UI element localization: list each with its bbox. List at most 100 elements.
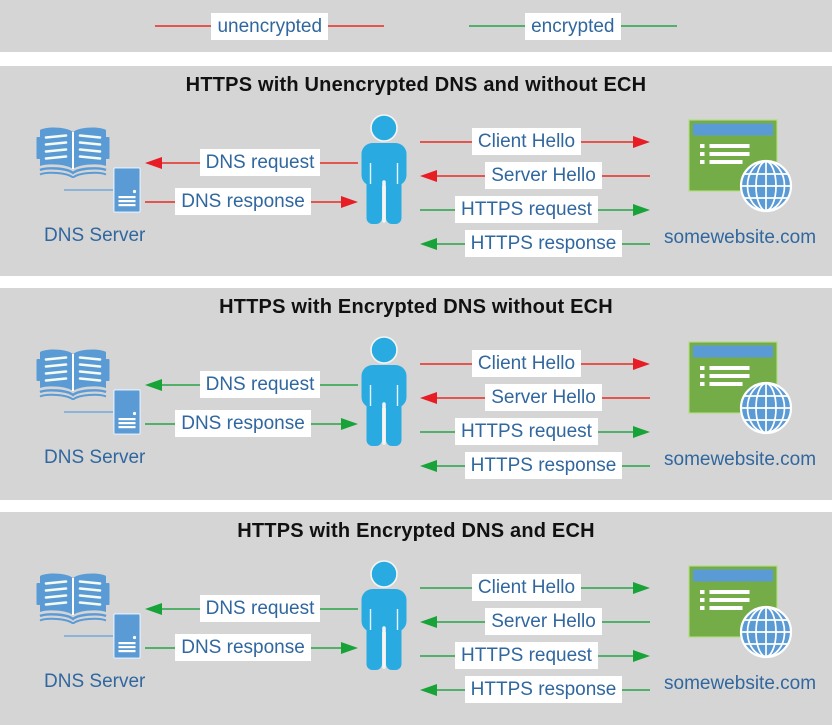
arrowhead-left-icon xyxy=(420,459,437,472)
panel-unencrypted-dns: HTTPS with Unencrypted DNS and without E… xyxy=(0,66,832,276)
arrow-label: Client Hello xyxy=(471,350,582,377)
arrow-line xyxy=(420,140,472,143)
arrow-label: DNS response xyxy=(175,188,311,215)
arrow-line xyxy=(162,607,200,610)
website-group: somewebsite.com xyxy=(664,562,816,694)
panel-encrypted-dns-ech: HTTPS with Encrypted DNS and ECH DNS Ser… xyxy=(0,512,832,725)
arrow-client-hello: Client Hello xyxy=(420,128,650,155)
panel-title: HTTPS with Encrypted DNS and ECH xyxy=(237,520,595,542)
arrow-label: Client Hello xyxy=(471,574,582,601)
website-label: somewebsite.com xyxy=(664,227,817,248)
https-arrows: Client Hello Server Hello HTTPS request … xyxy=(420,574,651,703)
arrow-label: Server Hello xyxy=(485,162,602,189)
dns-book-icon xyxy=(36,125,110,178)
dns-server-icon xyxy=(113,167,141,213)
connector-line xyxy=(64,411,113,413)
arrow-line xyxy=(162,383,200,386)
arrowhead-right-icon xyxy=(341,195,358,208)
dns-server-group: DNS Server xyxy=(36,347,176,477)
arrow-line xyxy=(437,174,486,177)
website-group: somewebsite.com xyxy=(664,338,816,470)
arrow-line xyxy=(320,161,358,164)
arrow-line xyxy=(581,586,633,589)
arrow-line xyxy=(437,464,465,467)
arrow-client-hello: Client Hello xyxy=(420,350,650,377)
arrow-label: HTTPS request xyxy=(455,642,598,669)
dns-arrows: DNS request DNS response xyxy=(145,595,358,661)
arrow-line xyxy=(420,430,456,433)
panel-encrypted-dns-no-ech: HTTPS with Encrypted DNS without ECH DNS… xyxy=(0,288,832,500)
arrow-label: Client Hello xyxy=(471,128,582,155)
arrow-label: HTTPS response xyxy=(464,676,623,703)
arrowhead-right-icon xyxy=(633,203,650,216)
arrow-line xyxy=(310,200,341,203)
arrow-label: DNS request xyxy=(199,371,321,398)
dns-server-group: DNS Server xyxy=(36,571,176,701)
legend-item-encrypted: encrypted xyxy=(469,12,677,40)
globe-icon xyxy=(738,158,794,214)
arrow-label: Server Hello xyxy=(485,384,602,411)
arrow-dns-request: DNS request xyxy=(145,149,358,176)
legend-label: encrypted xyxy=(525,12,621,40)
arrow-line xyxy=(601,174,651,177)
arrow-dns-response: DNS response xyxy=(145,410,358,437)
connector-line xyxy=(64,635,113,637)
arrowhead-left-icon xyxy=(145,378,162,391)
arrowhead-left-icon xyxy=(145,602,162,615)
person-icon xyxy=(357,114,411,226)
arrow-line xyxy=(145,422,176,425)
arrow-line xyxy=(581,140,633,143)
arrow-line xyxy=(437,242,465,245)
arrow-dns-request: DNS request xyxy=(145,595,358,622)
arrowhead-left-icon xyxy=(420,391,437,404)
arrow-https-response: HTTPS response xyxy=(420,676,651,703)
arrow-label: HTTPS request xyxy=(455,196,598,223)
legend-bar: unencrypted encrypted xyxy=(0,0,832,52)
panel-title: HTTPS with Encrypted DNS without ECH xyxy=(219,296,613,318)
arrow-line xyxy=(420,654,456,657)
arrow-label: DNS response xyxy=(175,410,311,437)
arrow-label: DNS response xyxy=(175,634,311,661)
dns-server-label: DNS Server xyxy=(44,671,146,692)
arrowhead-right-icon xyxy=(633,581,650,594)
arrow-line xyxy=(437,620,486,623)
legend-item-unencrypted: unencrypted xyxy=(155,12,385,40)
connector-line xyxy=(64,189,113,191)
arrow-label: HTTPS response xyxy=(464,452,623,479)
legend-line xyxy=(620,25,677,27)
arrow-line xyxy=(622,688,651,691)
globe-icon xyxy=(738,604,794,660)
arrow-line xyxy=(145,646,176,649)
arrow-line xyxy=(437,688,465,691)
arrow-label: HTTPS response xyxy=(464,230,623,257)
arrowhead-left-icon xyxy=(420,237,437,250)
dns-server-icon xyxy=(113,613,141,659)
arrowhead-left-icon xyxy=(420,615,437,628)
dns-server-label: DNS Server xyxy=(44,447,146,468)
arrow-https-request: HTTPS request xyxy=(420,418,650,445)
arrow-line xyxy=(162,161,200,164)
arrowhead-right-icon xyxy=(633,135,650,148)
legend-line xyxy=(469,25,526,27)
arrow-dns-response: DNS response xyxy=(145,188,358,215)
arrow-line xyxy=(601,396,651,399)
person-icon xyxy=(357,560,411,672)
arrow-line xyxy=(581,362,633,365)
arrow-line xyxy=(420,208,456,211)
arrowhead-left-icon xyxy=(145,156,162,169)
arrow-line xyxy=(437,396,486,399)
arrowhead-right-icon xyxy=(633,425,650,438)
arrow-dns-request: DNS request xyxy=(145,371,358,398)
arrow-line xyxy=(597,654,633,657)
person-icon xyxy=(357,336,411,448)
https-arrows: Client Hello Server Hello HTTPS request … xyxy=(420,350,651,479)
https-arrows: Client Hello Server Hello HTTPS request … xyxy=(420,128,651,257)
dns-server-icon xyxy=(113,389,141,435)
arrow-line xyxy=(145,200,176,203)
arrow-label: DNS request xyxy=(199,595,321,622)
arrow-line xyxy=(597,430,633,433)
legend-line xyxy=(328,25,385,27)
legend-label: unencrypted xyxy=(211,12,329,40)
arrowhead-left-icon xyxy=(420,169,437,182)
arrowhead-right-icon xyxy=(341,641,358,654)
